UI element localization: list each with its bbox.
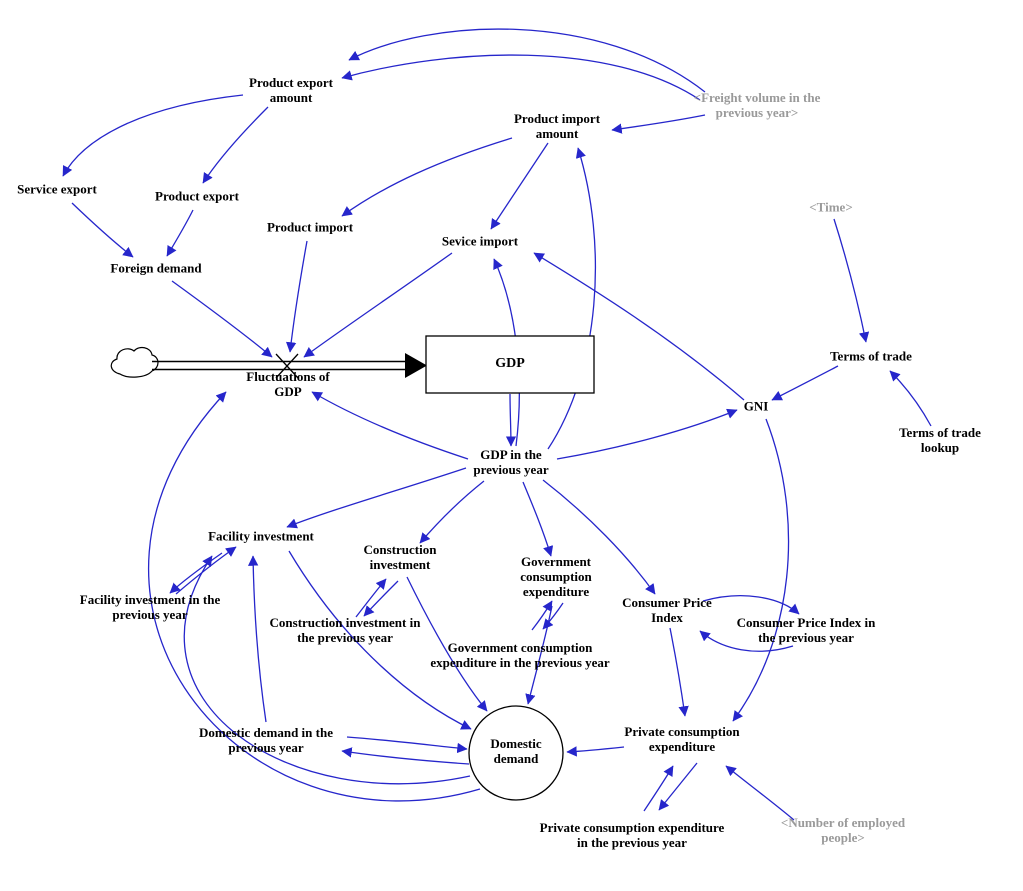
link-product-import-amount-to-product-import	[341, 137, 513, 217]
link-gce-prev-to-government-consumption	[531, 600, 553, 631]
link-fi-prev-to-facility-investment	[175, 546, 237, 595]
link-construction-investment-to-domestic-demand	[406, 576, 488, 712]
link-domestic-demand-to-facility-investment	[183, 555, 471, 785]
node-terms-of-trade[interactable]: Terms of trade	[830, 348, 912, 364]
node-foreign-demand[interactable]: Foreign demand	[110, 260, 202, 276]
link-freight-volume-to-product-export-amount	[348, 28, 706, 93]
link-gdp-prev-to-gni	[556, 408, 738, 460]
link-dd-prev-to-domestic-demand	[346, 736, 468, 754]
link-construction-investment-to-ci-prev	[363, 580, 399, 617]
link-dd-prev-to-facility-investment	[247, 555, 267, 723]
link-product-import-amount-to-sevice-import	[490, 142, 549, 230]
link-freight-volume-to-product-import-amount	[611, 114, 706, 134]
node-gdp-previous-year[interactable]: GDP in the previous year	[473, 447, 549, 477]
gdp-stock-box[interactable]	[425, 335, 595, 394]
link-cpi-to-cpi-prev	[702, 595, 800, 615]
link-gdp-to-gdp-prev	[505, 393, 517, 447]
flow-arrow	[405, 353, 427, 378]
node-private-consumption[interactable]: Private consumption expenditure	[624, 724, 740, 754]
link-gdp-prev-to-product-import-amount	[547, 147, 597, 450]
node-domestic-demand[interactable]: Domestic demand	[490, 736, 542, 766]
link-product-import-to-fluctuations	[285, 240, 308, 353]
flow-valve-icon[interactable]	[275, 353, 299, 379]
node-government-consumption[interactable]: Government consumption expenditure	[520, 553, 592, 599]
node-product-import[interactable]: Product import	[266, 219, 354, 235]
link-ci-prev-to-construction-investment	[355, 578, 387, 618]
node-number-employed-people[interactable]: <Number of employed people>	[780, 815, 906, 845]
node-fluctuations-of-gdp[interactable]: Fluctuations of GDP	[246, 369, 330, 399]
link-gdp-prev-to-government-consumption	[522, 481, 554, 557]
link-employed-to-private-consumption	[725, 765, 795, 821]
node-service-export[interactable]: Service export	[17, 181, 97, 197]
link-foreign-demand-to-fluctuations	[171, 280, 273, 358]
link-product-export-to-foreign-demand	[166, 209, 194, 257]
node-consumer-price-index-previous[interactable]: Consumer Price Index in the previous yea…	[736, 615, 876, 645]
node-construction-investment[interactable]: Construction investment	[363, 542, 437, 572]
link-private-consumption-to-pce-prev	[658, 762, 698, 811]
link-cpi-prev-to-cpi	[699, 630, 794, 652]
link-gdp-prev-to-facility-investment	[286, 467, 467, 529]
link-gdp-prev-to-construction-investment	[419, 480, 485, 544]
node-gdp[interactable]: GDP	[495, 356, 525, 372]
node-gni[interactable]: GNI	[743, 398, 769, 414]
link-sevice-import-to-fluctuations	[303, 252, 453, 358]
link-private-consumption-to-domestic-demand	[566, 746, 625, 757]
node-private-consumption-previous[interactable]: Private consumption expenditure in the p…	[539, 820, 725, 850]
node-facility-investment[interactable]: Facility investment	[208, 528, 314, 544]
node-time[interactable]: <Time>	[809, 199, 853, 215]
link-product-export-amount-to-product-export	[202, 106, 269, 184]
node-construction-investment-previous[interactable]: Construction investment in the previous …	[269, 615, 421, 645]
flow-structure	[110, 335, 595, 801]
node-product-export-amount[interactable]: Product export amount	[249, 75, 333, 105]
node-domestic-demand-previous[interactable]: Domestic demand in the previous year	[199, 725, 333, 755]
link-cpi-to-private-consumption	[669, 627, 689, 717]
node-consumer-price-index[interactable]: Consumer Price Index	[622, 595, 712, 625]
node-government-consumption-previous[interactable]: Government consumption expenditure in th…	[430, 640, 610, 670]
link-pce-prev-to-private-consumption	[643, 765, 674, 812]
node-product-import-amount[interactable]: Product import amount	[513, 111, 601, 141]
domestic-demand-circle[interactable]	[468, 705, 564, 801]
causal-links	[62, 28, 932, 821]
link-lookup-to-terms-of-trade	[889, 370, 932, 427]
link-government-consumption-to-gce-prev	[542, 602, 564, 630]
link-product-export-amount-to-service-export	[62, 94, 244, 177]
node-product-export[interactable]: Product export	[155, 188, 239, 204]
link-gdp-prev-to-consumer-price-index	[542, 479, 656, 595]
link-time-to-terms-of-trade	[833, 218, 870, 343]
link-terms-of-trade-to-gni	[771, 365, 839, 401]
link-service-export-to-foreign-demand	[71, 202, 134, 258]
cloud-source-icon[interactable]	[110, 346, 159, 378]
link-gni-to-sevice-import	[533, 252, 745, 401]
link-gni-to-private-consumption	[732, 418, 790, 722]
link-freight-volume-to-product-export-amount-2	[341, 54, 701, 101]
node-sevice-import[interactable]: Sevice import	[441, 233, 519, 249]
link-facility-investment-to-domestic-demand	[288, 550, 472, 730]
link-gdp-prev-to-fluctuations	[311, 391, 469, 460]
link-domestic-demand-to-dd-prev	[341, 747, 470, 765]
link-government-consumption-to-domestic-demand	[525, 605, 553, 705]
node-freight-volume-previous-year[interactable]: <Freight volume in the previous year>	[693, 90, 821, 120]
node-facility-investment-previous[interactable]: Facility investment in the previous year	[79, 592, 221, 622]
node-terms-of-trade-lookup[interactable]: Terms of trade lookup	[899, 425, 981, 455]
link-facility-investment-to-fi-prev	[169, 552, 223, 594]
link-domestic-demand-to-fluctuations	[148, 391, 481, 802]
